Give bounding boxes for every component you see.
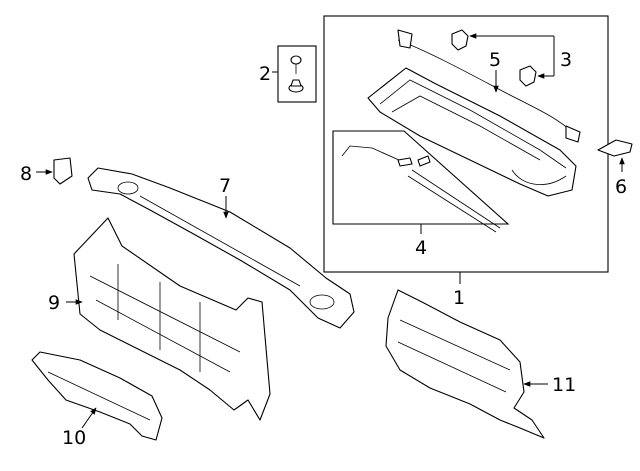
callout-2: 2	[259, 63, 271, 85]
callout-5: 5	[489, 49, 501, 71]
callout-10: 10	[62, 427, 86, 449]
washer-nozzle-connector-icon	[451, 29, 537, 87]
cowl-top-cover	[367, 29, 581, 197]
callout-4: 4	[415, 237, 427, 259]
bracket-part-6-icon	[597, 139, 633, 157]
callout-3: 3	[560, 49, 572, 71]
crossmember-part-7	[87, 167, 355, 329]
dash-panel-part-9	[73, 217, 271, 421]
callout-8: 8	[20, 163, 32, 185]
lower-bracket-part-10	[31, 351, 163, 441]
insulator-part-11	[385, 289, 545, 439]
bracket-part-8-icon	[53, 157, 73, 185]
callout-11: 11	[552, 374, 576, 396]
callout-9: 9	[48, 292, 60, 314]
callout-1: 1	[453, 287, 465, 309]
callout-6: 6	[615, 176, 627, 198]
fastener-group-box	[277, 45, 317, 103]
linkage-group-box	[332, 130, 510, 225]
callout-7: 7	[219, 175, 231, 197]
clip-fastener-icon	[288, 55, 304, 93]
leader-10	[81, 407, 97, 429]
wiper-linkage-icon	[341, 145, 501, 233]
